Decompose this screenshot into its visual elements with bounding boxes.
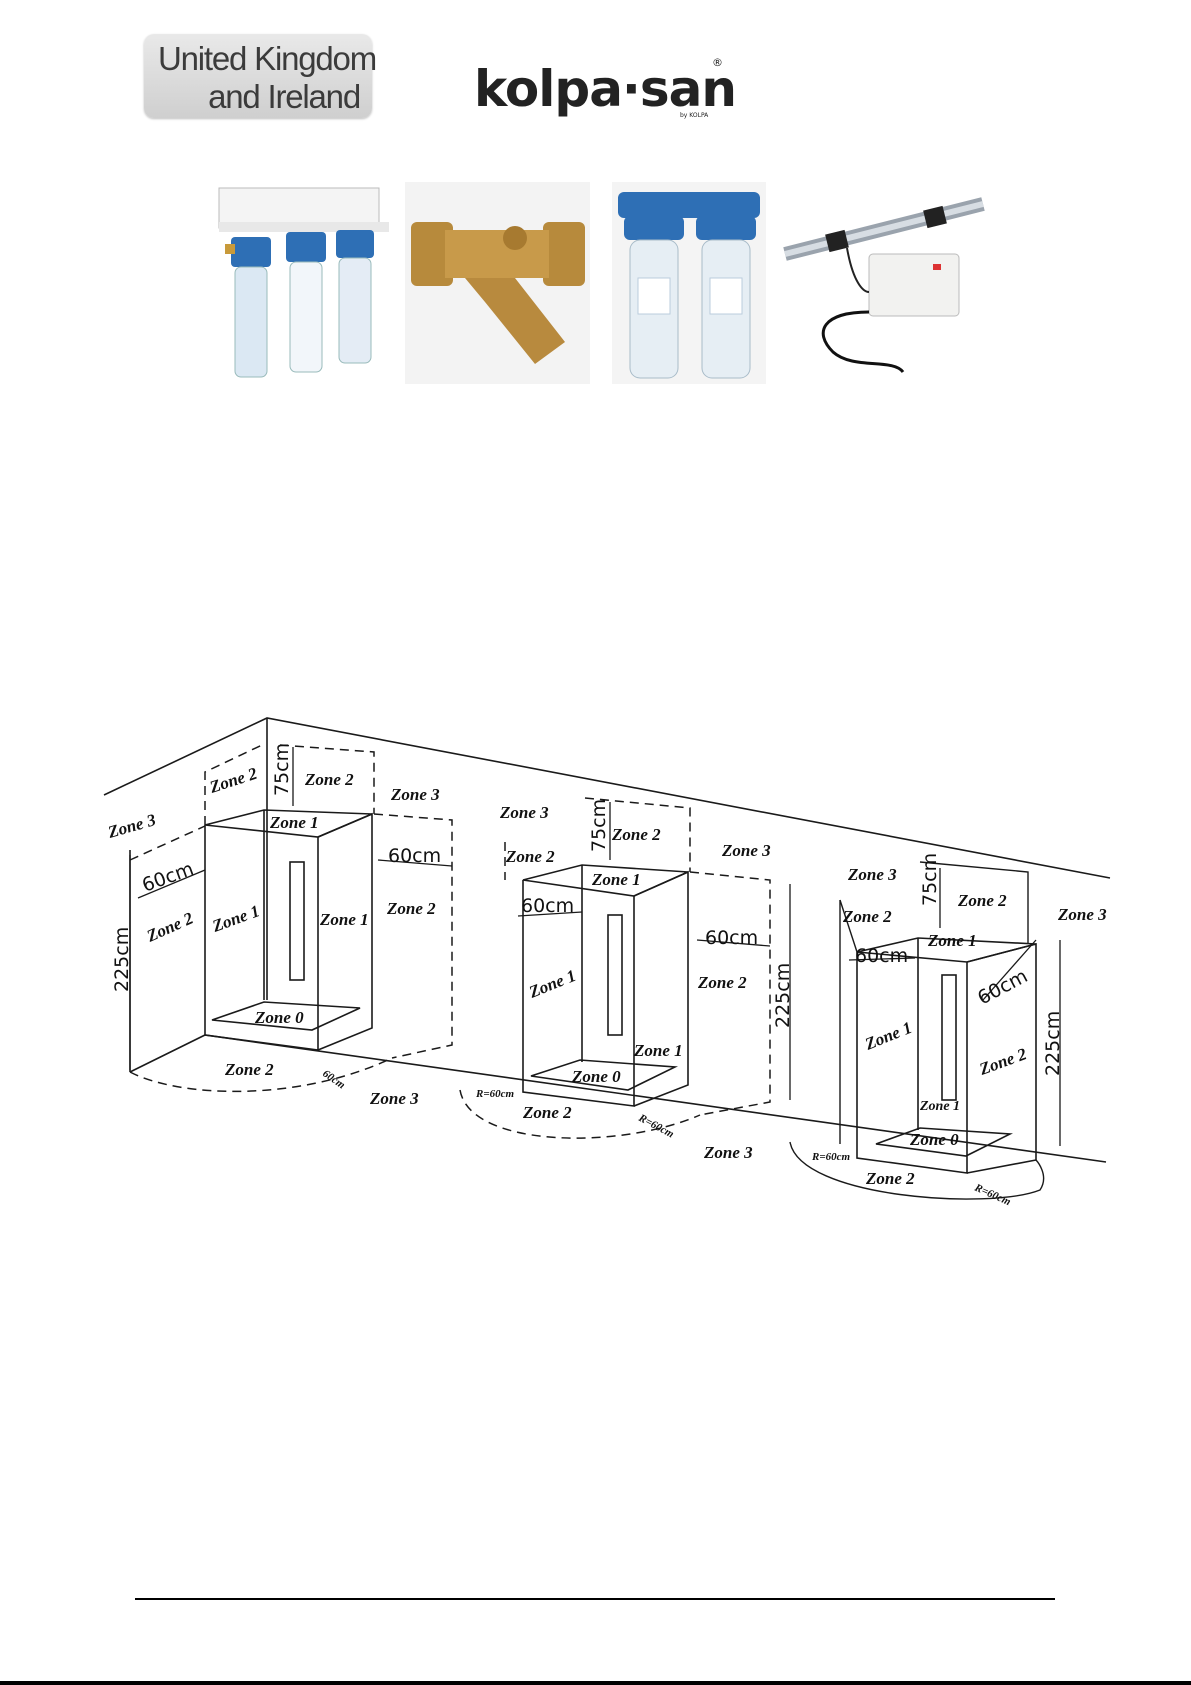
zone-label: Zone 3 — [1057, 905, 1107, 924]
dimension-label: 60cm — [139, 858, 196, 897]
zone-label: Zone 2 — [304, 770, 354, 789]
brass-y-strainer-image — [405, 182, 590, 384]
zone-label: Zone 2 — [505, 847, 555, 866]
dimension-label: 225cm — [1042, 1011, 1064, 1076]
region-badge: United Kingdom and Ireland — [144, 34, 377, 118]
zone-label: Zone 1 — [633, 1041, 683, 1060]
zone-label: Zone 0 — [571, 1067, 621, 1086]
region-badge-line1: United Kingdom — [158, 40, 377, 77]
electronic-descaler-image — [783, 197, 985, 374]
zone-label: Zone 1 — [861, 1018, 914, 1054]
zone-label: Zone 2 — [206, 764, 260, 798]
dimension-label: 60cm — [388, 845, 441, 867]
zone-label: Zone 2 — [386, 899, 436, 918]
brand-logo: kolpa·san ® by KOLPA — [474, 56, 737, 119]
zone-label: Zone 2 — [842, 907, 892, 926]
zone-label: Zone 3 — [105, 810, 158, 842]
brand-logo-text: kolpa·san — [474, 60, 737, 118]
dimension-label: 60cm — [320, 1068, 347, 1092]
zone-label: Zone 3 — [703, 1143, 753, 1162]
dimension-label: 75cm — [588, 799, 610, 852]
zone-label: Zone 1 — [209, 901, 262, 936]
zone-label: Zone 2 — [143, 908, 197, 946]
dimension-label: 60cm — [855, 945, 908, 967]
dimension-label: 75cm — [271, 743, 293, 796]
zone-label: Zone 1 — [319, 910, 369, 929]
zone-label: Zone 3 — [847, 865, 897, 884]
dimension-label: R=60cm — [636, 1112, 676, 1141]
dimension-label: R=60cm — [811, 1151, 850, 1163]
zone-label: Zone 1 — [269, 813, 319, 832]
region-badge-line2: and Ireland — [208, 78, 361, 115]
zone-label: Zone 2 — [957, 891, 1007, 910]
dimension-label: R=60cm — [972, 1181, 1013, 1208]
dimension-label: 225cm — [111, 927, 133, 992]
zone-label: Zone 2 — [224, 1060, 274, 1079]
dimension-label: 60cm — [705, 927, 758, 949]
footer-rule — [135, 1598, 1055, 1600]
zone-label: Zone 3 — [499, 803, 549, 822]
brand-byline: by KOLPA — [680, 112, 709, 119]
double-filter-housing-image — [612, 182, 766, 384]
zone-label: Zone 2 — [697, 973, 747, 992]
registered-mark: ® — [712, 56, 723, 69]
zone-label: Zone 1 — [919, 1099, 960, 1114]
dimension-label: R=60cm — [475, 1088, 514, 1100]
dimension-label: 60cm — [974, 965, 1031, 1009]
zone-label: Zone 3 — [721, 841, 771, 860]
zone-label: Zone 3 — [369, 1089, 419, 1108]
zone-label: Zone 1 — [591, 870, 641, 889]
zone-label: Zone 2 — [522, 1103, 572, 1122]
zone-label: Zone 0 — [254, 1008, 304, 1027]
bottom-edge-stripe — [0, 1681, 1191, 1685]
zone-label: Zone 2 — [976, 1044, 1030, 1079]
zone-label: Zone 2 — [611, 825, 661, 844]
triple-filter-housing-image — [218, 187, 389, 378]
zone-label: Zone 0 — [909, 1130, 959, 1149]
zone-label: Zone 3 — [390, 785, 440, 804]
zone-label: Zone 1 — [525, 966, 578, 1002]
zone-label: Zone 1 — [927, 931, 977, 950]
dimension-label: 75cm — [919, 853, 941, 906]
dimension-label: 60cm — [521, 895, 574, 917]
zone-label: Zone 2 — [865, 1169, 915, 1188]
dimension-label: 225cm — [772, 963, 794, 1028]
